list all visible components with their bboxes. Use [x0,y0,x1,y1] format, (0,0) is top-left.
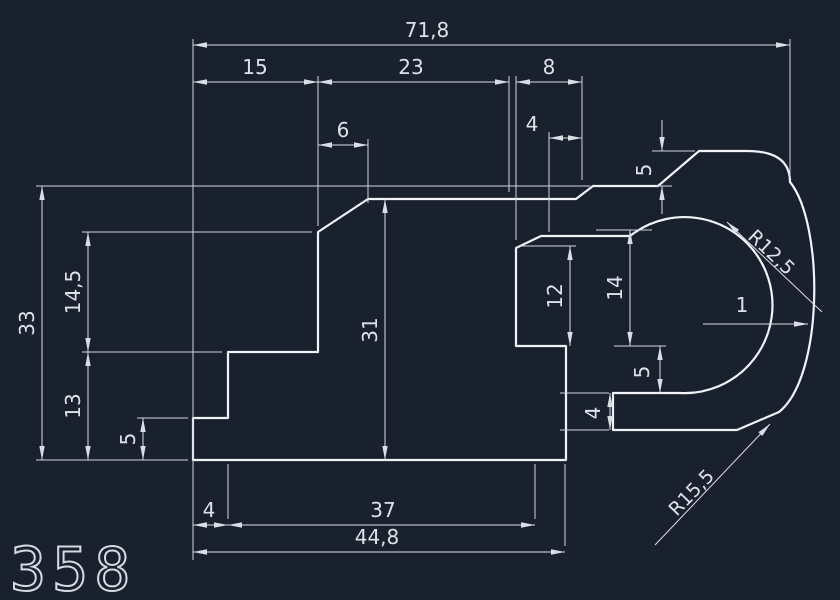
dim-6-label: 6 [337,118,350,142]
dim-12-label: 12 [543,283,567,308]
leader-line [726,221,823,313]
dim-height-5-lower-right: 5 [614,345,666,393]
dim-overall-width-label: 71,8 [405,18,450,42]
dim-14-5-label: 14,5 [61,270,85,315]
dim-width-6: 6 [318,118,369,203]
dim-height-12: 12 [520,245,576,346]
dim-height-33: 33 [15,185,590,461]
dim-23-label: 23 [398,55,423,79]
dim-4-top-label: 4 [526,112,539,136]
dim-bottom-37: 37 [228,464,536,528]
dim-height-31: 31 [358,199,388,460]
dim-height-5-top-right: 5 [632,120,695,214]
dim-5-left-label: 5 [116,433,140,446]
leader-line [654,423,771,546]
dim-gap-1: 1 [703,293,808,327]
dim-1-label: 1 [736,293,749,317]
dim-5-lower-right-label: 5 [630,366,654,379]
dim-width-8: 8 [515,55,583,240]
dim-13-label: 13 [61,393,85,418]
dim-5-top-right-label: 5 [632,164,656,177]
dim-overall-width: 71,8 [193,18,790,48]
dim-width-4-top: 4 [526,112,582,232]
dim-height-14-right: 14 [596,229,652,346]
dim-r15-5-label: R15,5 [664,465,718,520]
dim-width-15: 15 [193,55,319,226]
dim-bottom-44-8: 44,8 [193,464,566,555]
dim-bottom-4: 4 [193,464,229,528]
dim-14-label: 14 [603,275,627,300]
dim-8-label: 8 [543,55,556,79]
dim-15-label: 15 [242,55,267,79]
dim-44-8-label: 44,8 [355,525,400,549]
dim-37-label: 37 [370,498,395,522]
dim-4-right-label: 4 [581,407,605,420]
profile-outline [191,149,816,462]
dim-31-label: 31 [358,317,382,342]
dim-33-label: 33 [15,310,39,335]
dim-height-14-5: 14,5 [61,231,312,353]
dim-r12-5-label: R12,5 [743,226,798,280]
dim-radius-outer: R15,5 [654,423,771,546]
dim-height-4-right: 4 [560,392,613,431]
part-number: 358 [10,535,136,600]
dim-height-13: 13 [61,352,91,460]
dim-bottom-4-label: 4 [203,498,216,522]
dim-height-5-left: 5 [116,417,188,460]
dim-width-23: 23 [318,55,510,192]
